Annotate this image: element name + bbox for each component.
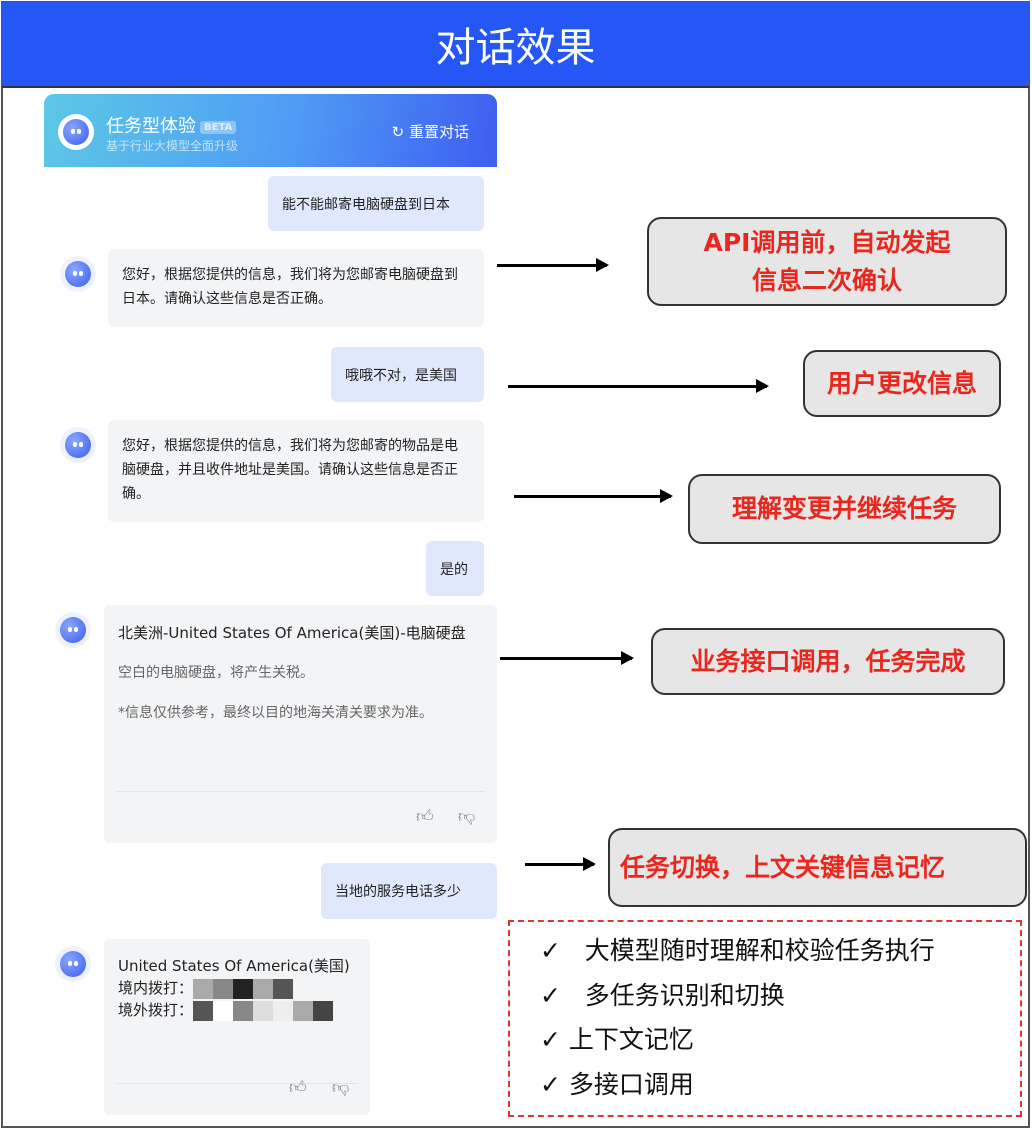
thumbs-down-icon[interactable]: 👎︎ [332, 1078, 350, 1098]
redacted-phone [193, 978, 294, 999]
card-text: 空白的电脑硬盘，将产生关税。 [118, 665, 314, 681]
intl-label: 境外拨打： [118, 1001, 194, 1019]
reset-conversation-button[interactable]: ↻ 重置对话 [392, 121, 469, 142]
redacted-phone [193, 1000, 334, 1021]
bot-logo-icon [58, 114, 94, 150]
bot-avatar-icon [60, 256, 96, 292]
bot-phone-card: United States Of America(美国) 境内拨打： 境外拨打：… [104, 939, 370, 1115]
user-message: 哦哦不对，是美国 [331, 347, 484, 402]
card-title: United States Of America(美国) [118, 957, 350, 975]
thumbs-up-icon[interactable]: 👍︎ [289, 1078, 307, 1098]
annotation: 业务接口调用，任务完成 [651, 628, 1005, 695]
domestic-label: 境内拨打： [118, 979, 194, 997]
beta-badge: BETA [200, 120, 237, 134]
user-message: 能不能邮寄电脑硬盘到日本 [268, 176, 484, 231]
bot-message: 您好，根据您提供的信息，我们将为您邮寄的物品是电脑硬盘，并且收件地址是美国。请确… [108, 420, 484, 522]
thumbs-down-icon[interactable]: 👎︎ [458, 807, 476, 827]
arrow [514, 489, 673, 503]
chat-subtitle: 基于行业大模型全面升级 [106, 139, 239, 153]
arrow [525, 857, 596, 871]
annotation: 任务切换，上文关键信息记忆 [608, 828, 1027, 907]
bot-result-card: 北美洲-United States Of America(美国)-电脑硬盘 空白… [104, 605, 497, 843]
feature-item: ✓ 上下文记忆 [540, 1025, 694, 1054]
feature-item: ✓ 多任务识别和切换 [540, 981, 785, 1010]
arrow [497, 258, 609, 272]
thumbs-up-icon[interactable]: 👍︎ [416, 807, 434, 827]
annotation: 用户更改信息 [803, 350, 1001, 417]
user-message: 当地的服务电话多少 [321, 863, 497, 919]
annotation: 理解变更并继续任务 [688, 474, 1001, 544]
arrow [500, 651, 634, 665]
feature-item: ✓ 大模型随时理解和校验任务执行 [540, 936, 935, 965]
card-title: 北美洲-United States Of America(美国)-电脑硬盘 [118, 624, 466, 642]
chat-title: 任务型体验 BETA [106, 112, 237, 138]
chat-header: 任务型体验 BETA 基于行业大模型全面升级 ↻ 重置对话 [44, 94, 497, 167]
chat-title-text: 任务型体验 [106, 116, 196, 137]
reset-label: 重置对话 [408, 123, 469, 141]
divider [116, 1083, 358, 1084]
arrow [508, 379, 769, 393]
user-message: 是的 [426, 541, 484, 596]
feature-list [508, 920, 1022, 1117]
bot-message: 您好，根据您提供的信息，我们将为您邮寄电脑硬盘到日本。请确认这些信息是否正确。 [108, 249, 484, 327]
refresh-icon: ↻ [391, 123, 409, 141]
feature-item: ✓ 多接口调用 [540, 1070, 694, 1099]
bot-avatar-icon [55, 946, 91, 982]
page-title: 对话效果 [2, 2, 1029, 88]
bot-avatar-icon [55, 612, 91, 648]
card-note: *信息仅供参考，最终以目的地海关清关要求为准。 [118, 705, 433, 721]
divider [116, 791, 485, 792]
annotation: API调用前，自动发起 信息二次确认 [647, 217, 1007, 306]
bot-avatar-icon [60, 427, 96, 463]
